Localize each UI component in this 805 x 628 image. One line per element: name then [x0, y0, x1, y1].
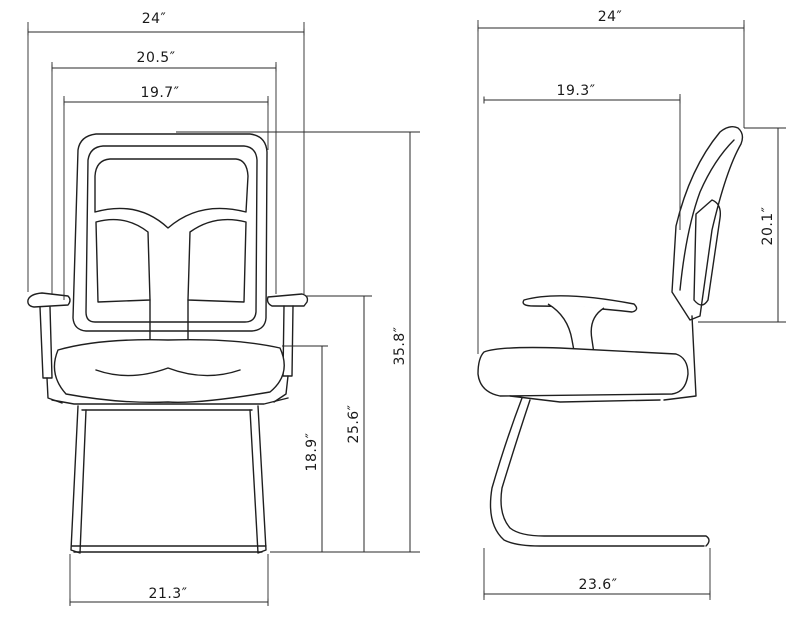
front-mesh-right [187, 218, 247, 303]
label-front-arm-height: 25.6″ [346, 405, 362, 444]
label-bg-front-20-5 [132, 50, 178, 66]
front-seat-cushion [53, 338, 285, 404]
front-left-armpad [27, 292, 71, 308]
label-front-base-width: 21.3″ [149, 586, 188, 602]
front-backrest-inner [85, 145, 258, 323]
front-left-armpost [39, 306, 53, 379]
side-back-support [663, 315, 697, 401]
front-view-chair [27, 133, 309, 554]
label-front-overall-width: 24″ [142, 11, 167, 27]
side-backrest-inner [679, 139, 735, 291]
side-seat-cushion [477, 346, 689, 397]
front-left-leg [70, 405, 87, 554]
label-front-seat-height: 18.9″ [304, 433, 320, 472]
label-bg-side-24 [592, 6, 628, 24]
label-bg-front-19-7 [138, 84, 184, 100]
label-bg-side-19-3 [552, 82, 600, 98]
front-backrest-frame [72, 133, 268, 332]
front-seat-plate [51, 397, 289, 405]
front-mesh-upper [94, 158, 249, 229]
front-base-rail [71, 545, 267, 553]
label-front-arm-width: 20.5″ [137, 50, 176, 66]
label-bg-front-24 [136, 8, 172, 26]
side-lumbar [693, 199, 722, 306]
label-side-base-depth: 23.6″ [579, 577, 618, 593]
label-side-seat-depth: 19.3″ [557, 83, 596, 99]
front-dimensions: 24″ 20.5″ 19.7″ 21.3″ 35.8″ 25.6″ 18.9″ [27, 8, 420, 606]
side-sled-back [500, 399, 710, 547]
front-right-arm-bracket [273, 375, 289, 403]
front-mesh-left [95, 218, 151, 303]
front-seat-contour [95, 367, 241, 377]
side-dimensions: 24″ 19.3″ 23.6″ 20.1″ [477, 6, 786, 600]
label-front-back-width: 19.7″ [141, 85, 180, 101]
label-front-total-height: 35.8″ [392, 327, 408, 366]
side-backrest [671, 125, 744, 321]
side-sled-front [489, 397, 705, 547]
side-seat-plate [509, 395, 661, 403]
front-right-armpad [266, 293, 309, 307]
front-right-leg [249, 405, 267, 554]
side-view-chair [477, 125, 744, 547]
label-side-overall-depth: 24″ [598, 9, 623, 25]
side-armpad [522, 295, 638, 313]
label-side-back-height: 20.1″ [760, 207, 776, 246]
